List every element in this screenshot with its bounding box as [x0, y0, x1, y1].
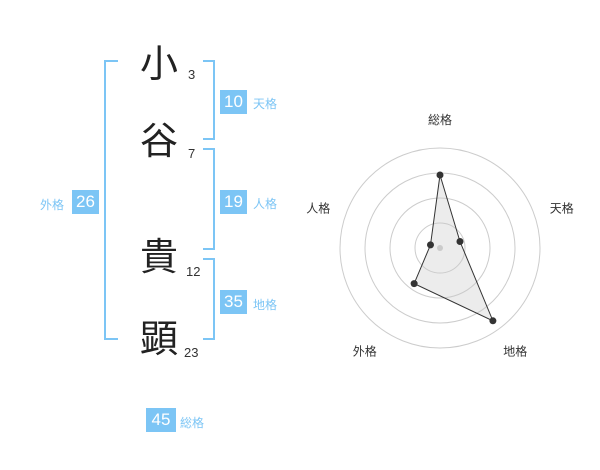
- radar-ring-4: [339, 147, 541, 349]
- radar-rings: [339, 147, 541, 349]
- radar-point-2: [456, 238, 464, 246]
- chi-value-box: 35: [220, 290, 247, 314]
- gai-value-box: 26: [72, 190, 99, 214]
- jin-label: 人格: [253, 197, 278, 211]
- name-char-2: 谷: [140, 119, 179, 163]
- stroke-count-2: 7: [188, 146, 196, 161]
- gai-label: 外格: [40, 198, 65, 212]
- radar-ring-2: [389, 197, 491, 299]
- jin-bracket: [203, 148, 215, 250]
- radar-point-3: [489, 317, 497, 325]
- stroke-count-1: 3: [188, 67, 196, 82]
- radar-polygon: [413, 174, 494, 322]
- chi-bracket: [203, 258, 215, 340]
- sou-value-box: 45: [146, 408, 176, 432]
- stroke-count-4: 23: [184, 345, 199, 360]
- radar-axis-label-5: 人格: [306, 200, 330, 215]
- radar-axis-label-1: 総格: [428, 112, 452, 127]
- radar-axis-label-2: 天格: [550, 200, 574, 215]
- sou-label: 総格: [180, 416, 205, 430]
- name-char-1: 小: [140, 42, 179, 86]
- radar-axis-label-3: 地格: [503, 344, 527, 359]
- name-char-3: 貴: [140, 235, 179, 279]
- chi-label: 地格: [253, 298, 278, 312]
- radar-ring-1: [414, 222, 466, 274]
- radar-point-4: [410, 280, 418, 288]
- name-char-4: 顕: [140, 317, 179, 361]
- radar-point-5: [426, 241, 434, 249]
- ten-label: 天格: [253, 97, 278, 111]
- jin-value-box: 19: [220, 190, 247, 214]
- radar-area: [413, 174, 494, 322]
- gai-bracket: [104, 60, 118, 340]
- ten-bracket: [203, 60, 215, 140]
- stroke-count-3: 12: [186, 264, 201, 279]
- radar-axis-label-4: 外格: [353, 344, 377, 359]
- radar-point-1: [436, 171, 444, 179]
- radar-center: [437, 245, 443, 251]
- ten-value-box: 10: [220, 90, 247, 114]
- radar-points: [410, 171, 497, 325]
